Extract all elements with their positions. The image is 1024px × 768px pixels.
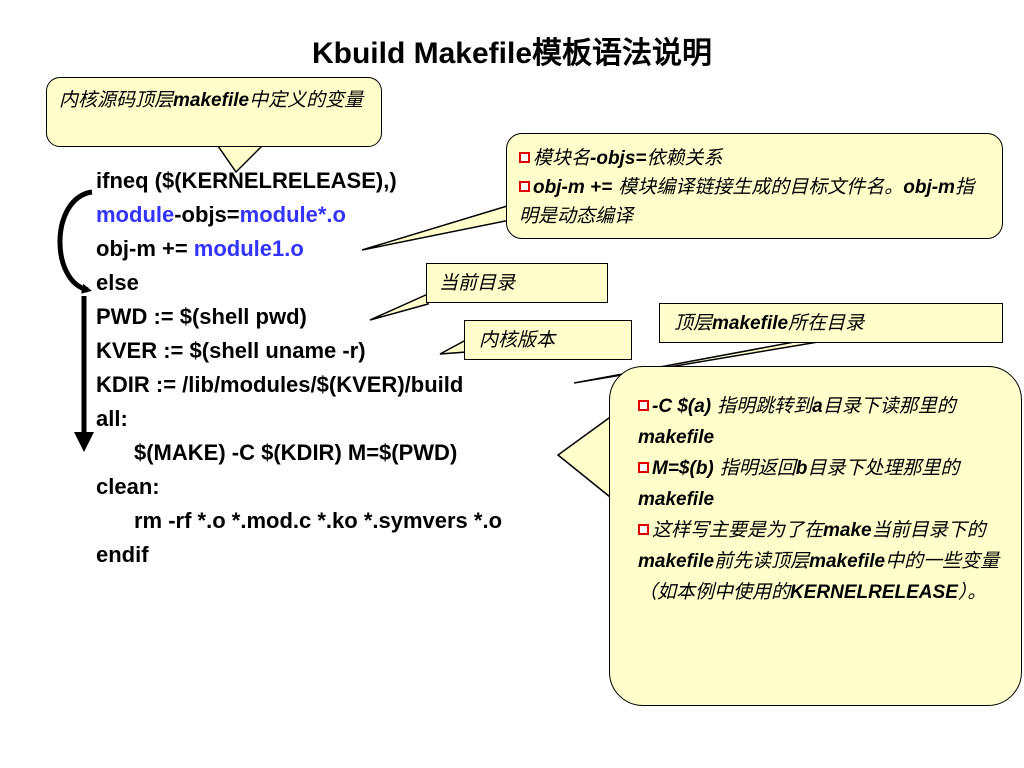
callout-text: 指明跳转到 bbox=[711, 395, 813, 417]
callout-text: KERNELRELEASE bbox=[790, 582, 958, 603]
callout-current-dir: 当前目录 bbox=[426, 263, 608, 303]
bullet-square-icon bbox=[519, 181, 530, 192]
callout-top-level-vars: 内核源码顶层makefile中定义的变量 bbox=[46, 77, 382, 147]
callout-text: 指明返回 bbox=[713, 457, 796, 479]
callout-text: makefile bbox=[809, 551, 886, 572]
callout-text: obj-m += bbox=[533, 177, 613, 198]
callout-text: 当前目录 bbox=[439, 272, 516, 294]
callout-text: 前先读顶层 bbox=[714, 550, 810, 572]
callout-text: a bbox=[812, 396, 823, 417]
callout-text: 所在目录 bbox=[788, 312, 865, 334]
callout-text: obj-m bbox=[903, 177, 955, 198]
code-line-ifneq: ifneq ($(KERNELRELEASE),) bbox=[96, 168, 397, 193]
bullet-square-icon bbox=[638, 400, 649, 411]
code-module1-target: module1.o bbox=[193, 236, 304, 261]
code-line-module-objs: module-objs=module*.o bbox=[96, 198, 502, 232]
callout-text: 中的一些变量（如本例中使用的 bbox=[638, 550, 1000, 603]
callout-text: -objs= bbox=[590, 148, 647, 169]
code-line-pwd: PWD := $(shell pwd) bbox=[96, 304, 307, 329]
code-line-rm: rm -rf *.o *.mod.c *.ko *.symvers *.o bbox=[134, 508, 503, 533]
bullet-square-icon bbox=[638, 462, 649, 473]
callout-text: 内核源码顶层 bbox=[59, 89, 174, 111]
callout-bullet-3: 这样写主要是为了在make当前目录下的 makefile前先读顶层makefile… bbox=[638, 515, 1009, 608]
callout-text: 当前目录下的 bbox=[871, 519, 986, 541]
callout-text: makefile bbox=[638, 489, 715, 510]
callout-text: 模块编译链接生成的目标文件名。 bbox=[612, 176, 904, 198]
callout-bullet-2: M=$(b) 指明返回b目录下处理那里的 makefile bbox=[638, 453, 1009, 515]
code-line-all: all: bbox=[96, 406, 128, 431]
callout-text: makefile bbox=[712, 313, 789, 334]
page-title: Kbuild Makefile模板语法说明 bbox=[311, 37, 713, 70]
callout-text: 目录下读那里的 bbox=[822, 395, 956, 417]
code-line-clean: clean: bbox=[96, 474, 160, 499]
code-line-obj-m: obj-m += module1.o bbox=[96, 232, 502, 266]
code-line-else: else bbox=[96, 270, 139, 295]
callout-text: 依赖关系 bbox=[646, 147, 723, 169]
code-line-make: $(MAKE) -C $(KDIR) M=$(PWD) bbox=[134, 440, 458, 465]
callout-top-makefile-dir: 顶层makefile所在目录 bbox=[659, 303, 1003, 343]
callout-text: 模块名 bbox=[533, 147, 591, 169]
callout-text: 这样写主要是为了在 bbox=[652, 519, 824, 541]
code-module-keyword: module bbox=[96, 202, 175, 227]
callout-objs-explain: 模块名-objs=依赖关系 obj-m += 模块编译链接生成的目标文件名。ob… bbox=[506, 133, 1003, 239]
callout-text: makefile bbox=[638, 427, 715, 448]
callout-text: M=$(b) bbox=[652, 458, 714, 479]
code-objs-assign: -objs= bbox=[174, 202, 240, 227]
makefile-code: ifneq ($(KERNELRELEASE),) module-objs=mo… bbox=[96, 164, 502, 572]
flow-arrow-head bbox=[74, 432, 94, 452]
callout-make-explain: -C $(a) 指明跳转到a目录下读那里的 makefile M=$(b) 指明返… bbox=[609, 366, 1022, 706]
callout-text: makefile bbox=[638, 551, 715, 572]
callout-bullet-1: -C $(a) 指明跳转到a目录下读那里的 makefile bbox=[638, 391, 1009, 453]
code-module-glob: module*.o bbox=[239, 202, 346, 227]
callout-text: make bbox=[823, 520, 872, 541]
callout-text: -C $(a) bbox=[652, 396, 712, 417]
flow-arrow-curved bbox=[57, 189, 93, 294]
callout-text: b bbox=[795, 458, 808, 479]
code-line-endif: endif bbox=[96, 542, 149, 567]
callout-text: 顶层 bbox=[674, 312, 713, 334]
code-obj-m-assign: obj-m += bbox=[96, 236, 194, 261]
callout-text: 目录下处理那里的 bbox=[807, 457, 960, 479]
bullet-square-icon bbox=[519, 152, 530, 163]
callout-text: ）。 bbox=[957, 581, 987, 603]
callout-text: 内核版本 bbox=[479, 329, 556, 351]
callout-text: 中定义的变量 bbox=[249, 89, 364, 111]
code-line-kdir: KDIR := /lib/modules/$(KVER)/build bbox=[96, 372, 464, 397]
callout-kernel-version: 内核版本 bbox=[464, 320, 632, 360]
bullet-square-icon bbox=[638, 524, 649, 535]
callout-text: 指明是动态编译 bbox=[519, 176, 974, 227]
callout-text: makefile bbox=[173, 90, 250, 111]
code-line-kver: KVER := $(shell uname -r) bbox=[96, 338, 366, 363]
callout-bullet-2: obj-m += 模块编译链接生成的目标文件名。obj-m指明是动态编译 bbox=[519, 173, 990, 230]
callout-bullet-1: 模块名-objs=依赖关系 bbox=[519, 144, 990, 173]
